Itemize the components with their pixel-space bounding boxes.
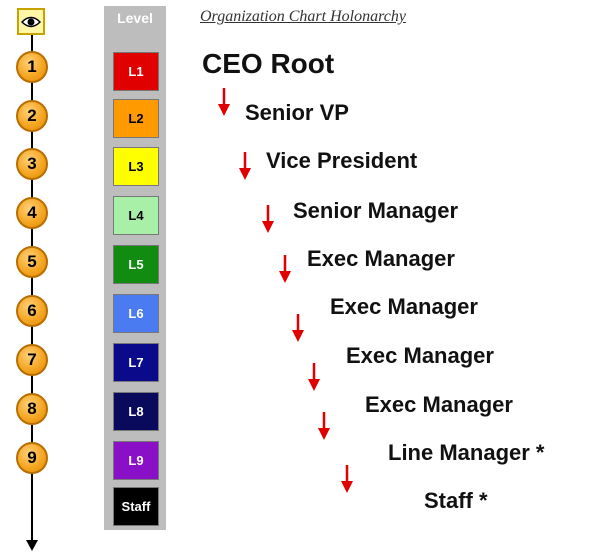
org-entry-2[interactable]: Senior VP	[245, 100, 349, 125]
step-circle-3[interactable]: 3	[16, 148, 48, 180]
level-box-l6: L6	[113, 294, 159, 333]
chart-title: Organization Chart Holonarchy	[200, 8, 406, 25]
red-down-arrow-icon	[218, 88, 230, 116]
org-entry-8[interactable]: Exec Manager	[365, 392, 513, 417]
org-entry-10[interactable]: Staff *	[424, 488, 488, 513]
level-box-l3: L3	[113, 147, 159, 186]
level-box-staff: Staff	[113, 487, 159, 526]
red-down-arrow-icon	[308, 363, 320, 391]
red-down-arrow-icon	[239, 152, 251, 180]
org-entry-1[interactable]: CEO Root	[202, 48, 335, 79]
level-box-l2: L2	[113, 99, 159, 138]
step-circle-5[interactable]: 5	[16, 246, 48, 278]
eye-button[interactable]	[17, 8, 45, 35]
red-down-arrow-icon	[279, 255, 291, 283]
step-circle-9[interactable]: 9	[16, 442, 48, 474]
step-circle-2[interactable]: 2	[16, 100, 48, 132]
org-entry-9[interactable]: Line Manager *	[388, 440, 545, 465]
level-box-l5: L5	[113, 245, 159, 284]
org-entry-6[interactable]: Exec Manager	[330, 294, 478, 319]
level-box-l9: L9	[113, 441, 159, 480]
level-box-l7: L7	[113, 343, 159, 382]
step-circle-1[interactable]: 1	[16, 51, 48, 83]
red-down-arrow-icon	[262, 205, 274, 233]
red-down-arrow-icon	[318, 412, 330, 440]
org-entry-7[interactable]: Exec Manager	[346, 343, 494, 368]
org-entry-3[interactable]: Vice President	[266, 148, 418, 173]
org-entry-4[interactable]: Senior Manager	[293, 198, 459, 223]
timeline-line	[31, 35, 33, 541]
eye-icon	[21, 16, 41, 27]
down-arrow-icon	[26, 540, 38, 551]
level-box-l8: L8	[113, 392, 159, 431]
org-entry-5[interactable]: Exec Manager	[307, 246, 455, 271]
level-box-l1: L1	[113, 52, 159, 91]
level-box-l4: L4	[113, 196, 159, 235]
step-circle-6[interactable]: 6	[16, 295, 48, 327]
step-circle-8[interactable]: 8	[16, 393, 48, 425]
red-down-arrow-icon	[292, 314, 304, 342]
red-down-arrow-icon	[341, 465, 353, 493]
step-circle-4[interactable]: 4	[16, 197, 48, 229]
level-header: Level	[117, 10, 153, 26]
step-circle-7[interactable]: 7	[16, 344, 48, 376]
